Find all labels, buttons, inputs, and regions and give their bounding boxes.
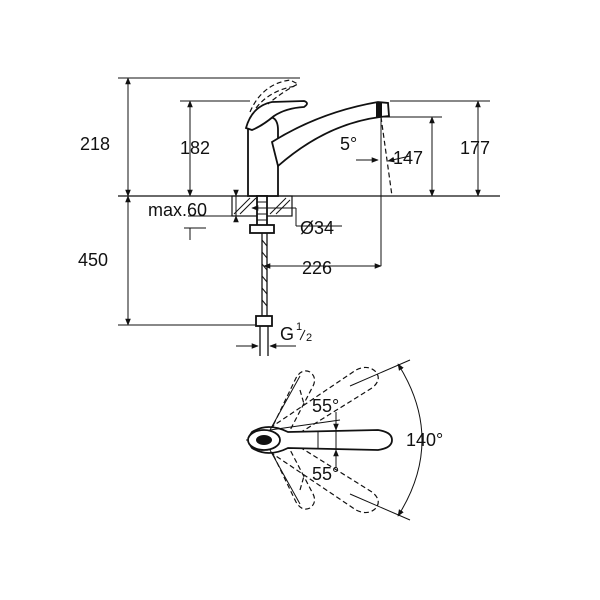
dim-218-label: 218	[80, 134, 110, 154]
dim-thread: G 1 2	[236, 321, 312, 349]
dim-max60: max.60	[148, 189, 239, 223]
dim-182: 182	[180, 100, 250, 197]
dim-177-label: 177	[460, 138, 490, 158]
spout-position-upper	[269, 366, 379, 445]
lever-handle	[244, 100, 308, 131]
dim-147-label: 147	[393, 148, 423, 168]
mounting-nut	[249, 224, 275, 234]
dim-diameter-34-label: Ø34	[300, 218, 334, 238]
dim-147: 147	[382, 116, 442, 197]
dim-182-label: 182	[180, 138, 210, 158]
dim-140: 140°	[349, 359, 443, 521]
deck-hatching	[233, 197, 291, 215]
dim-diameter-34: Ø34	[251, 205, 342, 238]
dim-55-upper-label: 55°	[312, 396, 339, 416]
flexible-hose	[261, 233, 268, 316]
lever-open-position-2	[255, 85, 297, 109]
dim-55-upper: 55°	[269, 375, 341, 431]
dim-thread-label: G	[280, 324, 294, 344]
dim-226-label: 226	[302, 258, 332, 278]
dim-5deg-label: 5°	[340, 134, 357, 154]
dim-thread-num: 1	[296, 321, 302, 333]
dim-450: 450	[78, 195, 256, 326]
dim-thread-den: 2	[306, 332, 312, 344]
hose-connector	[255, 315, 273, 327]
spout-outlet	[376, 103, 382, 117]
dim-5deg: 5°	[340, 116, 411, 266]
spout-outline	[270, 101, 390, 168]
dim-140-label: 140°	[406, 430, 443, 450]
dim-177: 177	[390, 100, 490, 197]
dim-450-label: 450	[78, 250, 108, 270]
dim-218: 218	[80, 77, 300, 197]
side-view: 218 182 147 177 5°	[78, 77, 500, 356]
dim-max60-label: max.60	[148, 200, 207, 220]
dim-55-lower: 55°	[269, 449, 339, 505]
dim-55-lower-label: 55°	[312, 464, 339, 484]
lever-open-position	[249, 79, 300, 113]
spout-position-lower	[269, 435, 379, 514]
top-view: 55° 55° 140°	[246, 359, 443, 521]
dim-226: 226	[263, 258, 382, 278]
